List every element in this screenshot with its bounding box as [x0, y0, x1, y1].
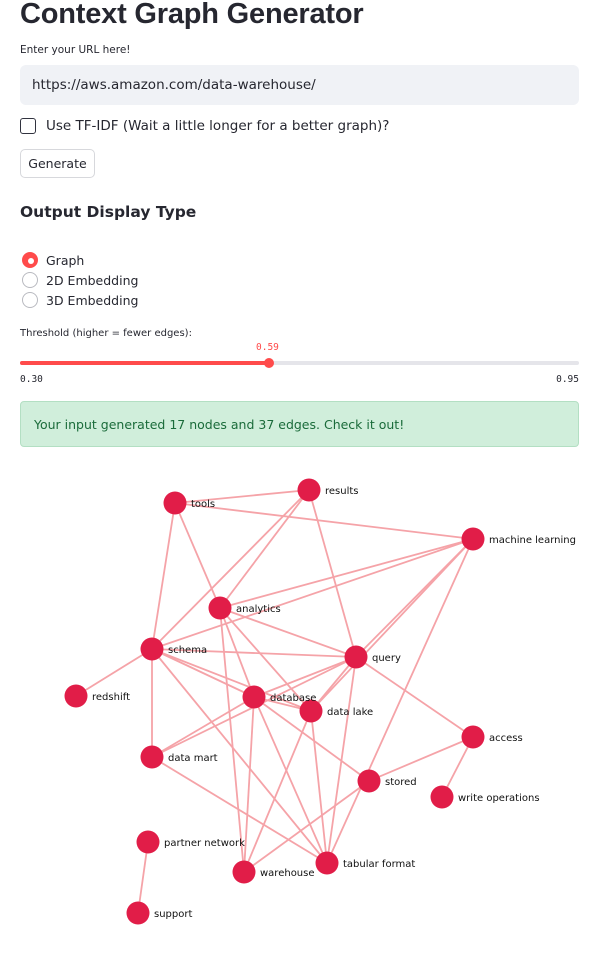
graph-edge-tools-machine_learning [174, 502, 474, 540]
radio-label-3d-embedding[interactable]: 3D Embedding [46, 292, 139, 308]
graph-edge-schema-data_lake [151, 648, 312, 712]
url-input[interactable] [20, 65, 579, 105]
slider-min-label: 0.30 [20, 374, 43, 385]
page-title: Context Graph Generator [20, 0, 364, 30]
graph-edge-analytics-data_lake [219, 607, 312, 712]
graph-node-warehouse[interactable] [232, 860, 256, 884]
graph-nodes [64, 478, 485, 925]
url-label: Enter your URL here! [20, 44, 131, 56]
graph-edge-schema-query [151, 648, 357, 658]
graph-node-label-data_lake: data lake [327, 707, 373, 718]
graph-edge-machine_learning-data_lake [310, 538, 474, 712]
radio-option-2d-embedding[interactable]: 2D Embedding [22, 272, 138, 288]
graph-node-label-write_operations: write operations [458, 793, 540, 804]
radio-label-2d-embedding[interactable]: 2D Embedding [46, 272, 139, 288]
radio-icon[interactable] [22, 292, 38, 308]
graph-edge-tools-schema [151, 502, 176, 650]
graph-node-data_lake[interactable] [299, 699, 323, 723]
graph-node-label-partner_network: partner network [164, 838, 245, 849]
graph-edge-query-database [253, 656, 357, 698]
graph-node-write_operations[interactable] [430, 785, 454, 809]
graph-node-label-warehouse: warehouse [260, 868, 315, 879]
graph-edge-partner_network-support [137, 841, 149, 914]
graph-node-label-access: access [489, 733, 523, 744]
graph-edge-access-stored [368, 736, 474, 782]
graph-node-label-tools: tools [191, 499, 215, 510]
graph-edge-query-data_lake [310, 656, 357, 712]
graph-edge-machine_learning-schema [151, 538, 474, 650]
graph-edge-database-stored [253, 696, 370, 782]
output-display-title: Output Display Type [20, 203, 197, 221]
tfidf-checkbox-label[interactable]: Use TF-IDF (Wait a little longer for a b… [46, 118, 390, 134]
graph-node-query[interactable] [344, 645, 368, 669]
radio-option-graph[interactable]: Graph [22, 252, 84, 268]
graph-edge-machine_learning-tabular_format [326, 538, 474, 864]
graph-edge-results-analytics [219, 489, 310, 609]
graph-edge-stored-warehouse [243, 780, 370, 873]
graph-edge-schema-redshift [75, 648, 153, 697]
graph-node-label-redshift: redshift [92, 692, 130, 703]
graph-labels: tools results machine learning analytics sch… [92, 486, 576, 920]
graph-node-label-database: database [270, 693, 316, 704]
graph-edge-results-query [308, 489, 357, 658]
graph-node-analytics[interactable] [208, 596, 232, 620]
graph-edge-data_lake-warehouse [243, 710, 312, 873]
threshold-slider-thumb[interactable] [264, 358, 275, 368]
graph-edge-schema-database [151, 648, 255, 698]
graph-node-label-analytics: analytics [236, 604, 281, 615]
graph-edge-data_lake-tabular_format [310, 710, 328, 864]
graph-edge-tools-results [174, 489, 310, 504]
checkbox-icon[interactable] [20, 118, 36, 134]
graph-node-database[interactable] [242, 685, 266, 709]
graph-edge-database-data_mart [151, 696, 255, 758]
threshold-label: Threshold (higher = fewer edges): [20, 328, 192, 339]
graph-node-label-schema: schema [168, 645, 207, 656]
graph-node-tabular_format[interactable] [315, 851, 339, 875]
radio-icon[interactable] [22, 272, 38, 288]
graph-node-machine_learning[interactable] [461, 527, 485, 551]
graph-node-label-data_mart: data mart [168, 753, 218, 764]
graph-edge-database-warehouse [243, 696, 255, 873]
graph-node-support[interactable] [126, 901, 150, 925]
graph-edge-results-schema [151, 489, 310, 650]
graph-node-tools[interactable] [163, 491, 187, 515]
graph-edge-query-access [355, 656, 474, 738]
graph-node-stored[interactable] [357, 769, 381, 793]
graph-edge-machine_learning-analytics [219, 538, 474, 609]
graph-edge-data_mart-tabular_format [151, 756, 328, 864]
graph-node-partner_network[interactable] [136, 830, 160, 854]
graph-edge-schema-tabular_format [151, 648, 328, 864]
graph-node-label-machine_learning: machine learning [489, 535, 576, 546]
graph-node-label-query: query [372, 653, 401, 664]
radio-option-3d-embedding[interactable]: 3D Embedding [22, 292, 138, 308]
slider-max-label: 0.95 [556, 374, 579, 385]
graph-node-label-support: support [154, 909, 192, 920]
graph-node-label-tabular_format: tabular format [343, 859, 415, 870]
slider-value: 0.59 [256, 342, 279, 353]
graph-edge-database-tabular_format [253, 696, 328, 864]
graph-node-schema[interactable] [140, 637, 164, 661]
threshold-slider-track[interactable] [20, 361, 579, 365]
graph-node-redshift[interactable] [64, 684, 88, 708]
graph-edge-analytics-warehouse [219, 607, 245, 873]
tfidf-checkbox-row[interactable]: Use TF-IDF (Wait a little longer for a b… [20, 118, 389, 134]
graph-node-label-results: results [325, 486, 359, 497]
graph-node-label-stored: stored [385, 777, 417, 788]
success-message: Your input generated 17 nodes and 37 edg… [20, 401, 579, 447]
radio-label-graph[interactable]: Graph [46, 252, 85, 268]
generate-button[interactable]: Generate [20, 149, 95, 178]
graph-node-data_mart[interactable] [140, 745, 164, 769]
graph-node-results[interactable] [297, 478, 321, 502]
threshold-slider-fill [20, 361, 270, 365]
graph-edge-tools-analytics [174, 502, 221, 609]
context-graph[interactable]: tools results machine learning analytics sch… [0, 460, 600, 940]
graph-node-access[interactable] [461, 725, 485, 749]
graph-edges [75, 489, 474, 914]
graph-edge-analytics-query [219, 607, 357, 658]
radio-selected-icon[interactable] [22, 252, 38, 268]
